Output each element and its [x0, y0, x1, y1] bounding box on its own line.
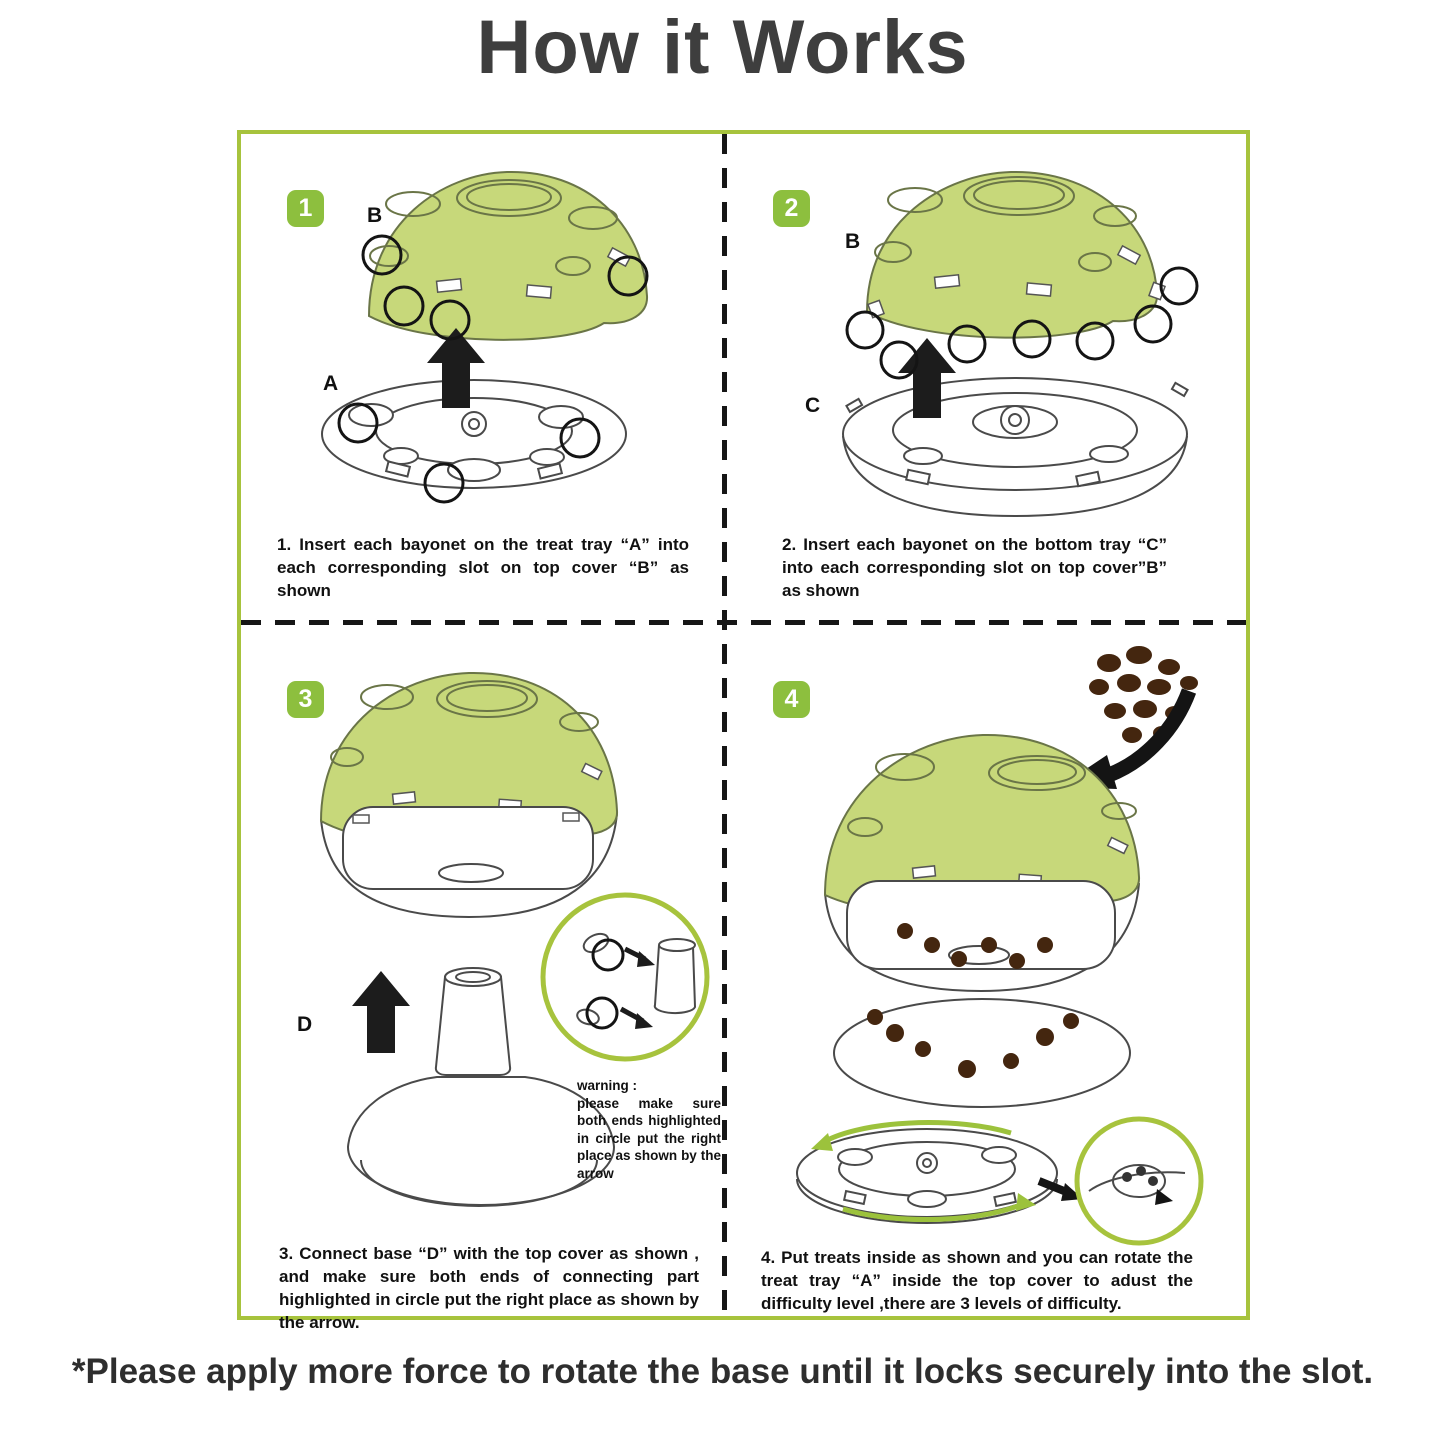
page-title: How it Works [476, 5, 969, 90]
step-4-panel: 4 4. Put treats inside as shown and you … [727, 625, 1246, 1320]
highlight-circles [337, 234, 649, 504]
up-arrow-icon [427, 328, 485, 408]
top-cover-drawing [865, 170, 1166, 339]
step-3-illustration [319, 671, 710, 1207]
part-label-b: B [367, 204, 383, 227]
magnifier-detail [540, 892, 710, 1062]
step-1-illustration [321, 170, 649, 504]
step-3-caption: 3. Connect base “D” with the top cover a… [279, 1244, 699, 1332]
part-label-a: A [323, 372, 339, 395]
warning-note: warning : please make sure both ends hig… [577, 1077, 721, 1182]
treats-on-base [867, 1009, 1079, 1078]
treats-inside [897, 923, 1053, 969]
step-4-badge: 4 [773, 681, 810, 718]
base-skirt-drawing [833, 998, 1131, 1108]
step-4-illustration [796, 646, 1204, 1246]
step-2-panel: 2 B C 2. Insert each bayonet on the bott… [727, 134, 1246, 620]
divider-horizontal [241, 620, 1246, 625]
detail-arrow-icons [619, 946, 655, 1029]
warning-title: warning : [577, 1078, 637, 1093]
up-arrow-icon [898, 338, 956, 418]
bottom-tray-drawing [842, 377, 1189, 518]
highlight-circles [845, 266, 1199, 380]
step-2-badge: 2 [773, 190, 810, 227]
part-label-c: C [805, 394, 821, 417]
magnifier-detail [1074, 1116, 1204, 1246]
step-1-badge: 1 [287, 190, 324, 227]
treat-tray-drawing [321, 379, 627, 489]
rotating-tray-drawing [796, 1128, 1058, 1224]
step-3-badge: 3 [287, 681, 324, 718]
step-4-caption: 4. Put treats inside as shown and you ca… [761, 1248, 1193, 1313]
footnote: *Please apply more force to rotate the b… [71, 1352, 1374, 1391]
instruction-frame: 1 B A 1. Insert each bayonet on the trea… [237, 130, 1250, 1332]
assembled-top-drawing [823, 733, 1141, 993]
step-1-panel: 1 B A 1. Insert each bayonet on the trea… [241, 134, 722, 620]
step-3-panel: 3 D warning : please make sure both ends… [241, 625, 722, 1332]
rotation-arrow-icons [811, 1120, 1036, 1223]
step-2-illustration [842, 170, 1199, 518]
top-cover-drawing [367, 170, 649, 341]
step-1-caption: 1. Insert each bayonet on the treat tray… [277, 535, 689, 600]
up-arrow-icon [352, 971, 410, 1053]
part-label-d: D [297, 1013, 313, 1036]
assembled-top-drawing [319, 671, 619, 919]
step-2-caption: 2. Insert each bayonet on the bottom tra… [782, 535, 1167, 600]
divider-vertical [722, 134, 727, 1316]
base-drawing [346, 967, 616, 1207]
warning-body: please make sure both ends highlighted i… [577, 1095, 721, 1181]
part-label-b: B [845, 230, 861, 253]
